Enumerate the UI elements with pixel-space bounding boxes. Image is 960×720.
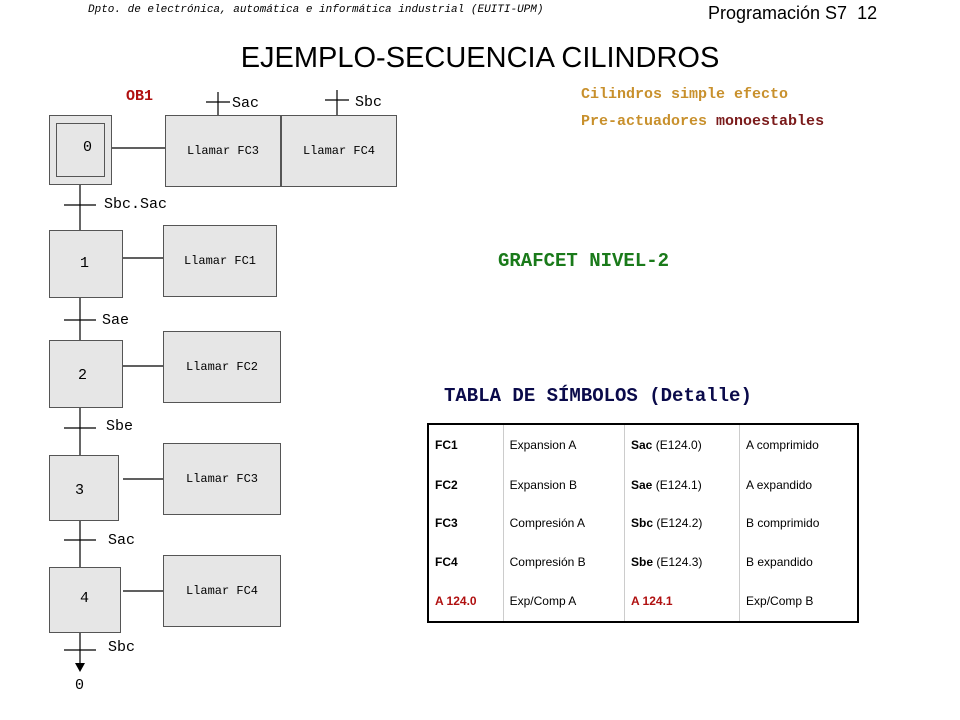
- grafcet-level-label: GRAFCET NIVEL-2: [498, 250, 670, 272]
- symbol-cell-meaning-text: A comprimido: [746, 438, 819, 453]
- page-number: 12: [857, 3, 878, 23]
- symbol-cell-address: Sae (E124.1): [624, 465, 741, 504]
- symbol-cell-address-text: Sbe: [631, 554, 654, 569]
- symbol-table-row: FC4 Compresión B Sbe (E124.3) B expandido: [428, 542, 858, 581]
- page-title: EJEMPLO-SECUENCIA CILINDROS: [240, 42, 720, 74]
- grafcet-step: [49, 455, 119, 521]
- symbol-cell-meaning: A comprimido: [740, 424, 858, 465]
- block-label: OB1: [126, 88, 154, 105]
- symbol-cell-address-text: Sbc: [631, 516, 654, 530]
- symbol-cell-meaning-text: A expandido: [746, 477, 813, 492]
- step-number: 0: [83, 139, 93, 156]
- step-action-box: Llamar FC3: [163, 443, 281, 515]
- symbol-cell-name: FC2: [428, 465, 504, 504]
- step-action-box: Llamar FC4: [163, 555, 281, 627]
- note-pre-actuators-a: Pre-actuadores: [581, 113, 708, 130]
- transition-label: Sbe: [106, 418, 134, 435]
- grafcet-step: [49, 340, 123, 408]
- step-action-box: Llamar FC2: [163, 331, 281, 403]
- step-action-box: Llamar FC3: [165, 115, 281, 187]
- step-action-box: Llamar FC4: [281, 115, 397, 187]
- symbol-table-row: FC3 Compresión A Sbc (E124.2) B comprimido: [428, 503, 858, 543]
- course-header: Programación S7 12: [708, 3, 877, 24]
- transition-label: Sae: [102, 312, 130, 329]
- symbol-cell-name-text: FC4: [435, 554, 458, 569]
- symbol-cell-description-text: Compresión A: [509, 516, 585, 530]
- symbol-cell-address: Sac (E124.0): [624, 424, 741, 466]
- symbol-cell-address: Sbe (E124.3): [624, 542, 741, 581]
- symbol-cell-address-text: (E124.1): [652, 477, 702, 492]
- transition-label: Sac: [108, 532, 136, 549]
- symbol-cell-description: Expansion B: [503, 465, 626, 504]
- symbol-cell-address-text: (E124.3): [653, 554, 703, 569]
- symbol-cell-name-text: FC1: [435, 438, 458, 453]
- symbol-cell-description-text: Exp/Comp A: [509, 593, 577, 608]
- symbol-cell-description-text: Compresión B: [509, 554, 586, 569]
- symbol-cell-description: Exp/Comp A: [503, 580, 626, 622]
- department-header: Dpto. de electrónica, automática e infor…: [88, 4, 544, 16]
- symbol-cell-name: FC4: [428, 542, 504, 581]
- symbol-cell-meaning-text: B expandido: [746, 554, 813, 569]
- initial-step-inner-frame: [56, 123, 105, 177]
- symbol-cell-description: Compresión B: [503, 542, 626, 581]
- step-number: 4: [80, 590, 90, 607]
- symbol-cell-address: A 124.1: [624, 580, 741, 622]
- symbol-cell-description-text: Expansion A: [509, 438, 577, 453]
- symbol-cell-name: A 124.0: [428, 580, 504, 622]
- step-number: 2: [78, 367, 88, 384]
- symbol-cell-name-text: FC2: [435, 477, 458, 492]
- symbol-cell-meaning: A expandido: [740, 465, 858, 504]
- symbol-cell-name-text: FC3: [435, 516, 458, 530]
- grafcet-step: [49, 567, 121, 633]
- symbol-cell-name-text: A 124.0: [435, 593, 477, 608]
- symbol-cell-description: Expansion A: [503, 424, 626, 466]
- symbol-cell-address-text: (E124.2): [653, 516, 703, 530]
- symbol-table-row: FC2 Expansion B Sae (E124.1) A expandido: [428, 465, 858, 504]
- note-simple-effect: Cilindros simple efecto: [581, 86, 789, 103]
- symbol-cell-name: FC3: [428, 503, 504, 543]
- transition-label: Sbc: [108, 639, 136, 656]
- symbol-cell-address: Sbc (E124.2): [624, 503, 741, 543]
- symbol-cell-description-text: Expansion B: [509, 477, 577, 492]
- note-pre-actuators: Pre-actuadores monoestables: [581, 113, 824, 130]
- action-condition-label: Sac: [232, 95, 260, 112]
- symbol-cell-meaning-text: Exp/Comp B: [746, 593, 814, 608]
- symbol-cell-address-text: Sae: [631, 477, 653, 492]
- grafcet-step: [49, 230, 123, 298]
- symbol-cell-meaning: B comprimido: [740, 504, 858, 543]
- symbol-cell-address-text: Sac: [631, 438, 653, 453]
- step-number: 3: [75, 482, 85, 499]
- symbol-cell-address-text: (E124.0): [652, 438, 702, 453]
- symbol-cell-meaning: B expandido: [740, 542, 858, 581]
- note-pre-actuators-b: monoestables: [716, 113, 825, 130]
- symbols-title: TABLA DE SÍMBOLOS (Detalle): [444, 385, 752, 407]
- symbol-cell-meaning-text: B comprimido: [746, 516, 820, 530]
- action-condition-label: Sbc: [355, 94, 383, 111]
- symbol-cell-meaning: Exp/Comp B: [740, 581, 858, 622]
- symbol-cell-name: FC1: [428, 424, 504, 466]
- step-action-box: Llamar FC1: [163, 225, 277, 297]
- transition-label: Sbc.Sac: [104, 196, 168, 213]
- return-step-label: 0: [75, 677, 85, 694]
- course-name: Programación S7: [708, 3, 848, 23]
- symbol-cell-address-text: A 124.1: [631, 593, 673, 608]
- symbol-table-row: A 124.0 Exp/Comp A A 124.1 Exp/Comp B: [428, 580, 858, 622]
- symbol-cell-description: Compresión A: [503, 503, 626, 543]
- symbol-table-row: FC1 Expansion A Sac (E124.0) A comprimido: [428, 424, 858, 466]
- grafcet-initial-step: [49, 115, 112, 185]
- step-number: 1: [80, 255, 90, 272]
